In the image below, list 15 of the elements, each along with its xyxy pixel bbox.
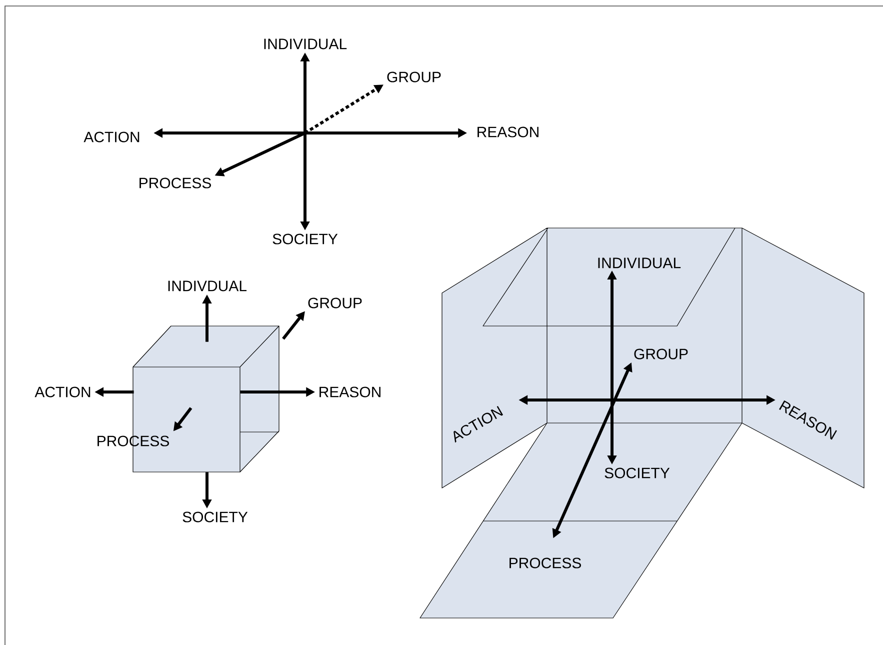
axis-label: GROUP [387,72,441,82]
axis-label: INDIVIDUAL [264,38,347,50]
axis-label: GROUP [308,298,362,308]
axis-label: INDIVIDUAL [598,258,681,268]
axis-label: INDIVDUAL [168,280,246,292]
axis-label: ACTION [84,132,140,142]
axis-label: PROCESS [140,178,211,188]
axis-label: REASON [320,386,380,398]
axis-label: SOCIETY [182,512,248,522]
axis-label: SOCIETY [604,468,670,478]
axis-label: REASON [478,126,538,138]
axis-label: GROUP [634,348,688,360]
axis-label: ACTION [34,386,90,398]
axis-label: PROCESS [510,558,581,568]
axis-label: SOCIETY [272,234,338,244]
